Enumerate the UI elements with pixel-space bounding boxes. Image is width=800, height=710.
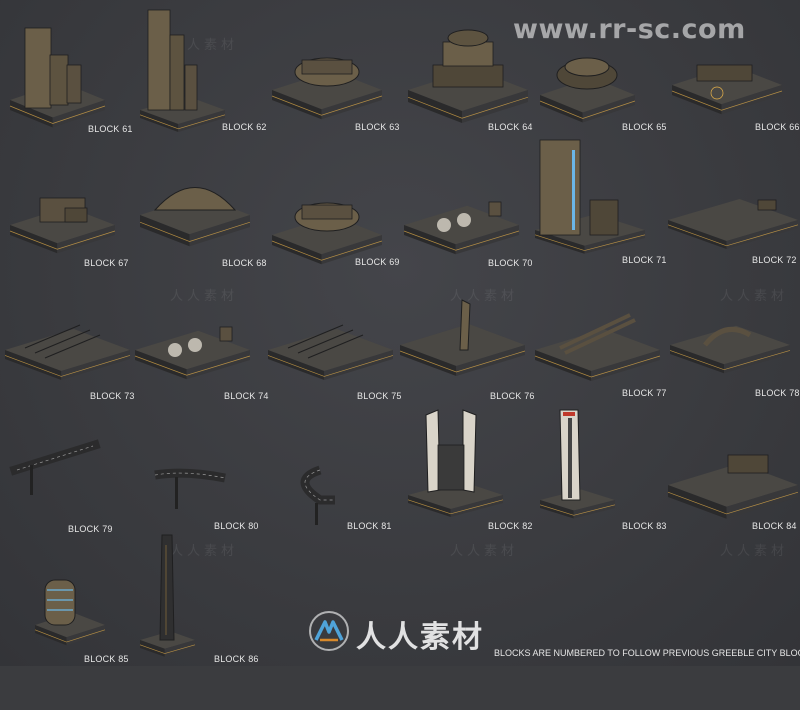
block-label: BLOCK 75 (357, 391, 402, 401)
block-render (539, 409, 616, 519)
block-label: BLOCK 64 (488, 122, 533, 132)
block-label: BLOCK 83 (622, 521, 667, 531)
block-label: BLOCK 84 (752, 521, 797, 531)
block-label: BLOCK 78 (755, 388, 800, 398)
block-label: BLOCK 76 (490, 391, 535, 401)
block-label: BLOCK 71 (622, 255, 667, 265)
block-label: BLOCK 62 (222, 122, 267, 132)
contact-sheet: www.rr-sc.com 人人素材 人人素材 人人素材 人人素材 人人素材 人… (0, 0, 800, 666)
site-watermark: www.rr-sc.com (513, 14, 746, 45)
block-label: BLOCK 81 (347, 521, 392, 531)
block-render (4, 324, 131, 380)
block-label: BLOCK 85 (84, 654, 129, 664)
block-render (267, 324, 394, 380)
block-render (667, 454, 799, 519)
footer-note: BLOCKS ARE NUMBERED TO FOLLOW PREVIOUS G… (494, 648, 800, 658)
block-render (154, 468, 226, 509)
block-render (134, 326, 251, 380)
block-label: BLOCK 70 (488, 258, 533, 268)
block-label: BLOCK 63 (355, 122, 400, 132)
block-label: BLOCK 86 (214, 654, 259, 664)
block-render (34, 579, 106, 646)
faint-watermark: 人人素材 (720, 289, 789, 304)
block-render (139, 187, 251, 247)
block-label: BLOCK 80 (214, 521, 259, 531)
brand-logo-text: 人人素材 (356, 620, 484, 655)
block-render (139, 9, 226, 132)
block-label: BLOCK 69 (355, 257, 400, 267)
block-render (539, 57, 636, 123)
block-label: BLOCK 68 (222, 258, 267, 268)
block-render (534, 313, 661, 381)
brand-logo-icon (309, 611, 349, 651)
faint-watermark: 人人素材 (720, 544, 789, 559)
block-render (9, 27, 106, 128)
faint-watermark: 人人素材 (170, 544, 239, 559)
block-label: BLOCK 61 (88, 124, 133, 134)
block-render (669, 325, 791, 374)
block-render (667, 199, 799, 249)
block-label: BLOCK 74 (224, 391, 269, 401)
faint-watermark: 人人素材 (450, 289, 519, 304)
block-render (271, 202, 383, 265)
block-label: BLOCK 82 (488, 521, 533, 531)
faint-watermark: 人人素材 (170, 289, 239, 304)
block-label: BLOCK 73 (90, 391, 135, 401)
block-render (534, 139, 646, 254)
faint-watermark: 人人素材 (450, 544, 519, 559)
block-render (671, 64, 783, 115)
block-render (271, 57, 383, 120)
block-label: BLOCK 66 (755, 122, 800, 132)
block-render (139, 534, 196, 657)
block-render (399, 299, 526, 376)
block-label: BLOCK 72 (752, 255, 797, 265)
block-label: BLOCK 77 (622, 388, 667, 398)
block-render (407, 29, 529, 123)
block-render (407, 409, 504, 517)
block-render (403, 201, 520, 255)
block-render (300, 465, 335, 525)
block-render (9, 439, 101, 495)
brand-logo: 人人素材 (308, 608, 508, 658)
block-render (9, 197, 116, 254)
faint-watermark: 人人素材 (170, 38, 239, 53)
block-label: BLOCK 67 (84, 258, 129, 268)
block-label: BLOCK 79 (68, 524, 113, 534)
block-label: BLOCK 65 (622, 122, 667, 132)
